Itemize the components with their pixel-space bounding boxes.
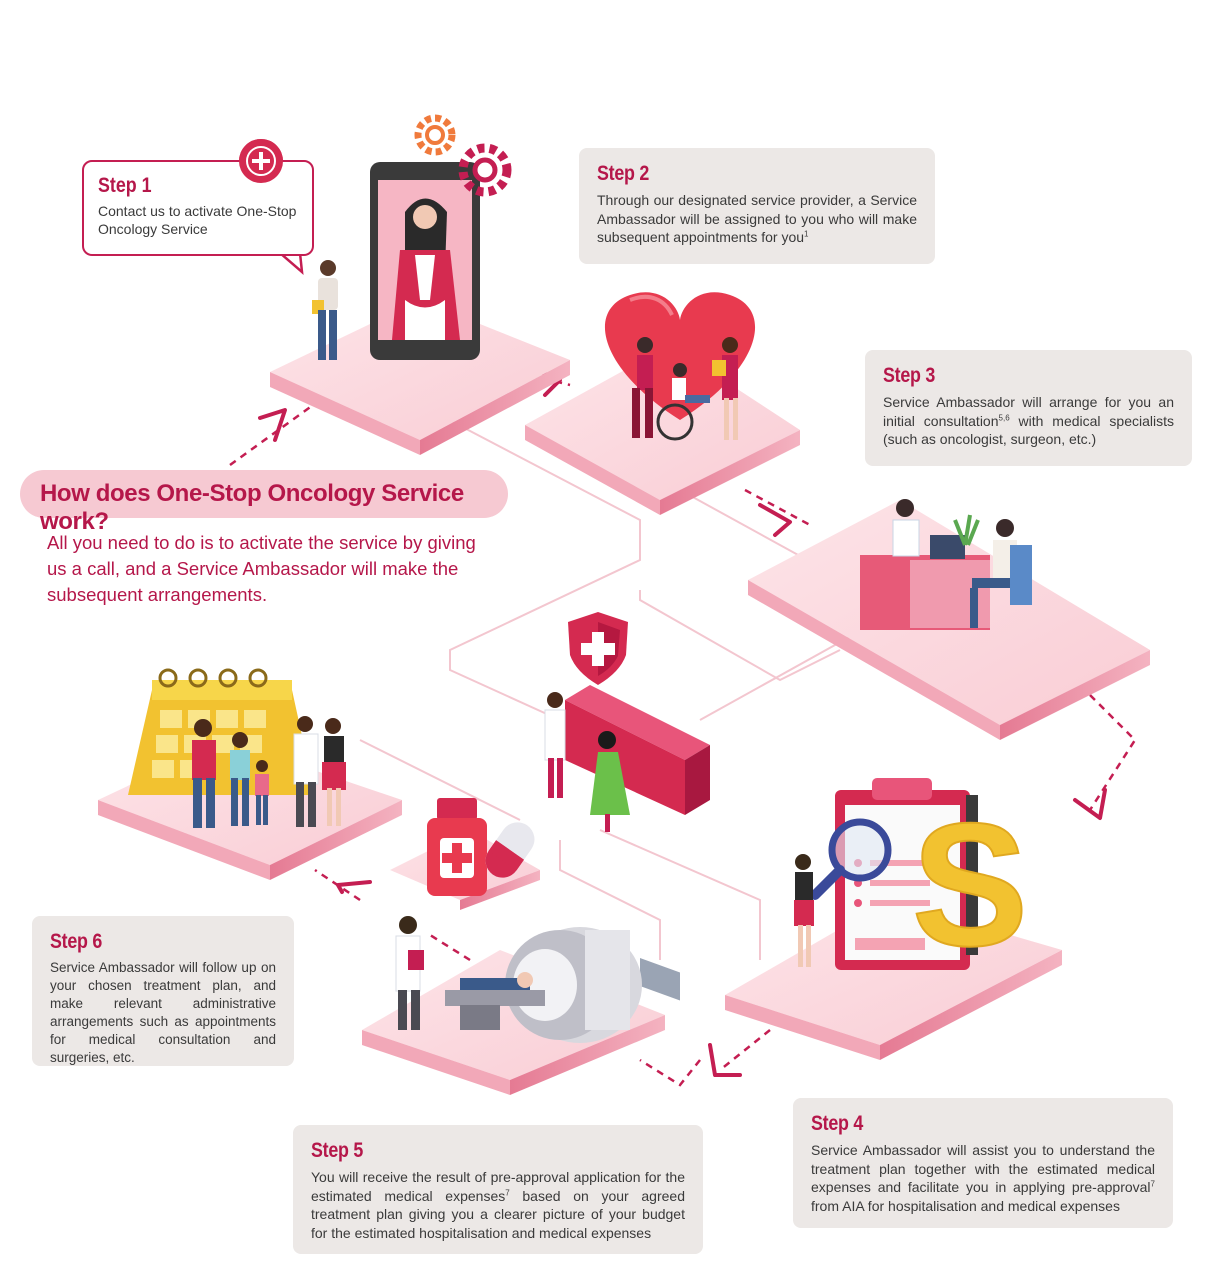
intro-text: All you need to do is to activate the se… — [47, 532, 476, 605]
person-customer — [312, 260, 338, 360]
step5-text: You will receive the result of pre-appro… — [311, 1169, 685, 1241]
people-wheelchair — [632, 337, 738, 441]
step4-card: Step 4 Service Ambassador will assist yo… — [793, 1098, 1173, 1228]
step4-text: Service Ambassador will assist you to un… — [811, 1142, 1155, 1214]
step2-title: Step 2 — [597, 162, 650, 185]
step6-title: Step 6 — [50, 930, 103, 953]
step5-card: Step 5 You will receive the result of pr… — [293, 1125, 703, 1254]
step6-card: Step 6 Service Ambassador will follow up… — [32, 916, 294, 1066]
step3-card: Step 3 Service Ambassador will arrange f… — [865, 350, 1192, 466]
step4-title: Step 4 — [811, 1112, 864, 1135]
reception-counter — [544, 685, 710, 1001]
step6-text: Service Ambassador will follow up on you… — [50, 960, 276, 1065]
shield-cross-icon — [568, 612, 628, 685]
step1-text: Contact us to activate One-Stop Oncology… — [98, 203, 297, 237]
step3-title: Step 3 — [883, 364, 936, 387]
platform-step2 — [525, 345, 800, 515]
page-title: How does One-Stop Oncology Service work? — [20, 470, 508, 535]
step1-title: Step 1 — [98, 174, 152, 197]
medicine-bottle-icon — [427, 798, 487, 896]
calendar-icon — [128, 668, 315, 795]
step3-text: Service Ambassador will arrange for you … — [883, 394, 1175, 447]
consultation-desk — [860, 499, 1032, 630]
family-and-doctor — [192, 716, 346, 828]
capsule-icon — [485, 822, 535, 878]
magnifier-icon — [810, 818, 892, 900]
platform-step5 — [362, 950, 665, 1095]
mri-scanner-icon — [395, 916, 642, 1043]
dollar-icon: S — [911, 787, 1030, 984]
gear-icon — [414, 114, 512, 197]
step2-text: Through our designated service provider,… — [597, 192, 917, 245]
smartphone-icon — [370, 162, 480, 360]
step1-plus-badge — [239, 139, 283, 183]
platform-step1 — [270, 300, 570, 455]
step2-card: Step 2 Through our designated service pr… — [579, 148, 935, 264]
svg-text:S: S — [912, 788, 1029, 983]
person-step4 — [794, 854, 814, 967]
step5-title: Step 5 — [311, 1139, 364, 1162]
route-lines — [359, 409, 881, 960]
